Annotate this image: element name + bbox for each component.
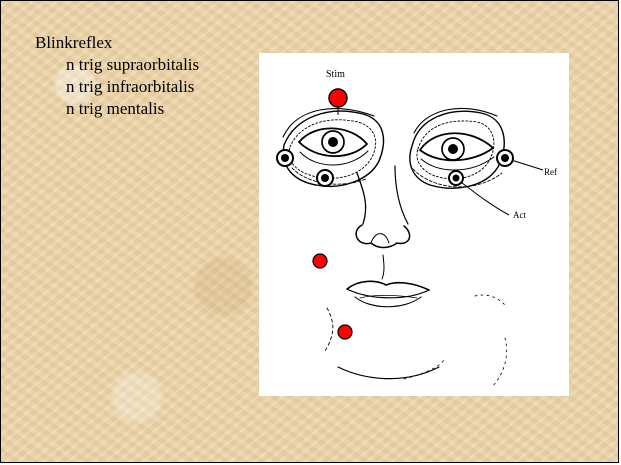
stim-label: Stim — [326, 69, 345, 80]
slide-text-block: Blinkreflex n trig supraorbitalis n trig… — [35, 32, 199, 120]
active-electrode-right — [449, 171, 463, 185]
recording-electrode-left-lower — [317, 170, 333, 186]
diagram-background — [259, 53, 569, 396]
stimulus-marker-infraorbital — [313, 254, 327, 268]
stimulus-marker-mentalis — [338, 325, 352, 339]
act-label: Act — [513, 210, 526, 220]
ref-label: Ref — [544, 167, 557, 177]
recording-electrode-left-lateral — [277, 150, 293, 166]
slide-title: Blinkreflex — [35, 32, 199, 54]
face-diagram: Stim Ref Act — [259, 53, 569, 396]
stimulus-marker-supraorbital — [329, 89, 347, 107]
face-diagram-panel: Stim Ref Act — [259, 53, 569, 396]
nerve-item-supraorbitalis: n trig supraorbitalis — [35, 54, 199, 76]
nerve-item-infraorbitalis: n trig infraorbitalis — [35, 76, 199, 98]
reference-electrode-right — [497, 150, 513, 166]
nerve-item-mentalis: n trig mentalis — [35, 98, 199, 120]
